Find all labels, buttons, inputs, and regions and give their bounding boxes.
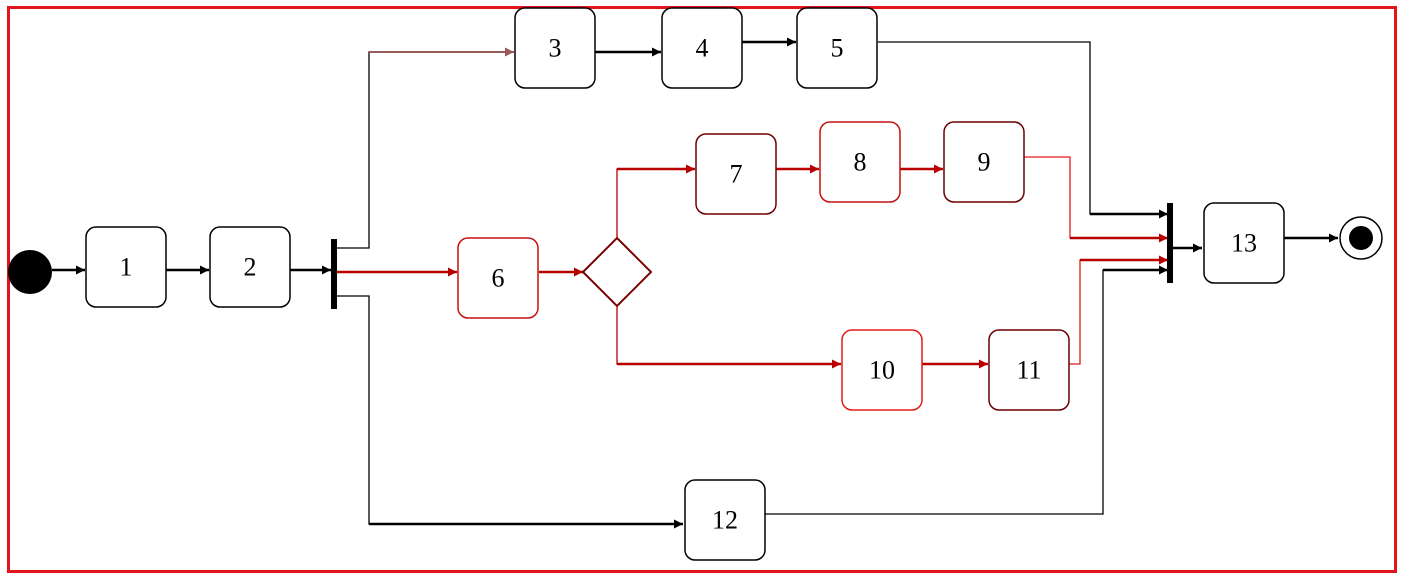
node-10-label: 10 <box>869 356 895 385</box>
node-6-label: 6 <box>492 264 505 293</box>
join-bar <box>1167 203 1173 283</box>
edge-9-join <box>1024 156 1168 239</box>
initial-node <box>8 250 52 294</box>
node-5-label: 5 <box>831 34 844 63</box>
node-7: 7 <box>695 133 777 215</box>
fork-bar <box>331 239 337 309</box>
edge-fork-12 <box>337 295 683 525</box>
node-3-label: 3 <box>549 34 562 63</box>
edge-decision-10 <box>616 306 841 365</box>
node-11-label: 11 <box>1016 356 1041 385</box>
node-9: 9 <box>943 121 1025 203</box>
node-4: 4 <box>661 7 743 89</box>
node-13-label: 13 <box>1231 229 1257 258</box>
decision-diamond <box>581 236 653 308</box>
node-11: 11 <box>988 329 1070 411</box>
edge-fork-3 <box>337 51 514 249</box>
node-1: 1 <box>85 226 167 308</box>
node-5: 5 <box>796 7 878 89</box>
node-2: 2 <box>209 226 291 308</box>
edge-12-join <box>765 269 1168 515</box>
node-13: 13 <box>1203 202 1285 284</box>
node-7-label: 7 <box>730 160 743 189</box>
node-12: 12 <box>684 479 766 561</box>
edge-decision-7 <box>616 168 695 238</box>
node-8-label: 8 <box>854 148 867 177</box>
node-4-label: 4 <box>696 34 709 63</box>
final-node <box>1339 216 1383 260</box>
edge-11-join <box>1069 259 1168 365</box>
node-6: 6 <box>457 237 539 319</box>
node-10: 10 <box>841 329 923 411</box>
node-8: 8 <box>819 121 901 203</box>
node-12-label: 12 <box>712 506 738 535</box>
node-3: 3 <box>514 7 596 89</box>
node-2-label: 2 <box>244 253 257 282</box>
edges <box>52 37 1338 529</box>
node-1-label: 1 <box>120 253 133 282</box>
node-9-label: 9 <box>978 148 991 177</box>
